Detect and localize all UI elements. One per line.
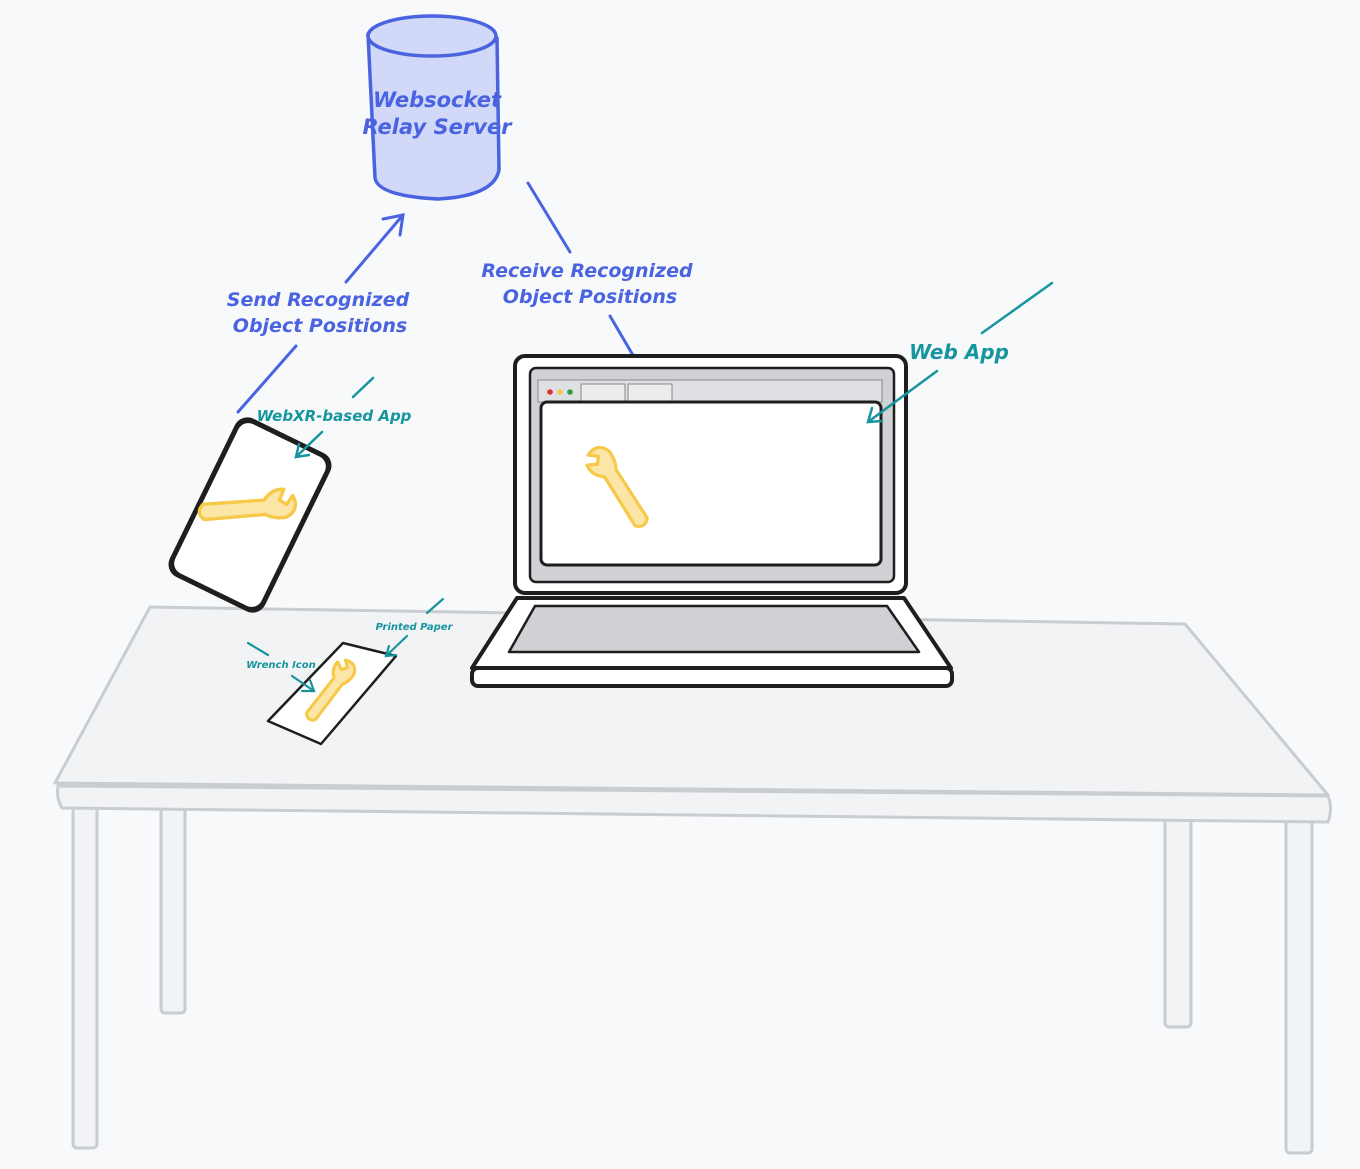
send-label-line2: Object Positions (233, 315, 407, 337)
table-edge (56, 784, 1332, 824)
database-icon: Websocket Relay Server (362, 14, 513, 201)
receive-label-line2: Object Positions (503, 286, 677, 308)
webapp-arrow (866, 281, 1054, 424)
webxr-label: WebXR-based App (257, 407, 412, 425)
table-leg (159, 803, 187, 1015)
webapp-label: Web App (909, 340, 1009, 364)
table-icon (53, 605, 1332, 1155)
table-leg (1163, 813, 1193, 1029)
printed-paper-arrow (384, 597, 445, 658)
table-leg (1284, 813, 1314, 1155)
table-leg (71, 803, 99, 1150)
send-arrow (236, 213, 405, 414)
server-label-line2: Relay Server (362, 115, 513, 139)
laptop-icon (470, 354, 954, 688)
server-label-line1: Websocket (373, 88, 502, 112)
receive-label-line1: Receive Recognized (481, 260, 693, 282)
printed-paper-label: Printed Paper (375, 622, 453, 633)
webxr-arrow (294, 376, 375, 459)
wrench-icon-arrow (246, 641, 316, 693)
wrench-icon-label: Wrench Icon (246, 660, 315, 671)
send-label-line1: Send Recognized (227, 289, 410, 311)
